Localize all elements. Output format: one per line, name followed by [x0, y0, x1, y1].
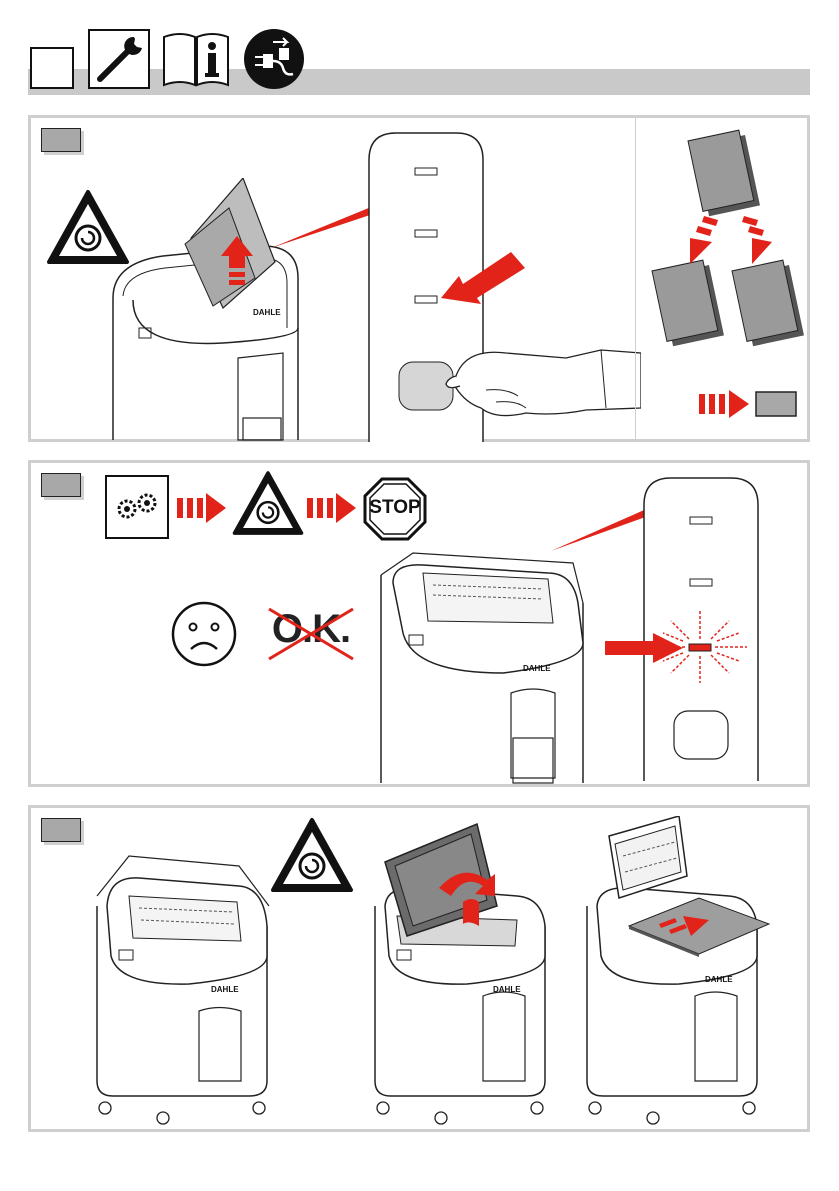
crossed-ok: O.K.: [261, 603, 361, 663]
unplug-icon: [243, 28, 305, 90]
brand-label: DAHLE: [493, 985, 521, 994]
gear-settings-icon: [105, 475, 169, 539]
red-arrow-icon: [177, 491, 227, 525]
panel-1-divider: [635, 118, 636, 439]
manual-info-icon: [160, 29, 232, 89]
rotating-gear-warning-icon: [269, 816, 355, 894]
shredder-closed: DAHLE: [89, 846, 279, 1126]
red-arrow-icon: [605, 631, 685, 665]
step-2-box: [41, 473, 81, 497]
red-arrow-icon: [439, 246, 527, 306]
rotating-gear-warning-icon: [231, 469, 305, 537]
step-3-box: [41, 818, 81, 842]
step-1-box: [41, 128, 81, 152]
pointer-line: [551, 505, 651, 555]
hand-pressing-button: [426, 328, 641, 428]
red-arrow-icon: [307, 491, 357, 525]
panel-step-3: DAHLE DAHLE: [28, 805, 810, 1132]
shredder-paper-removal: DAHLE: [579, 816, 774, 1126]
brand-label: DAHLE: [253, 308, 281, 317]
sad-face-icon: [171, 601, 237, 667]
shredder-lid-opening: DAHLE: [367, 816, 557, 1126]
panel-step-1: DAHLE: [28, 115, 810, 442]
next-step-arrow: [699, 386, 809, 422]
pointer-line: [271, 203, 376, 253]
panel-step-2: STOP O.K. DAHLE: [28, 460, 810, 787]
brand-label: DAHLE: [211, 985, 239, 994]
step-number-box: [30, 47, 74, 89]
brand-label: DAHLE: [705, 975, 733, 984]
wrench-icon: [88, 29, 150, 89]
paper-stack-icon: [646, 126, 806, 366]
brand-label: DAHLE: [523, 664, 551, 673]
